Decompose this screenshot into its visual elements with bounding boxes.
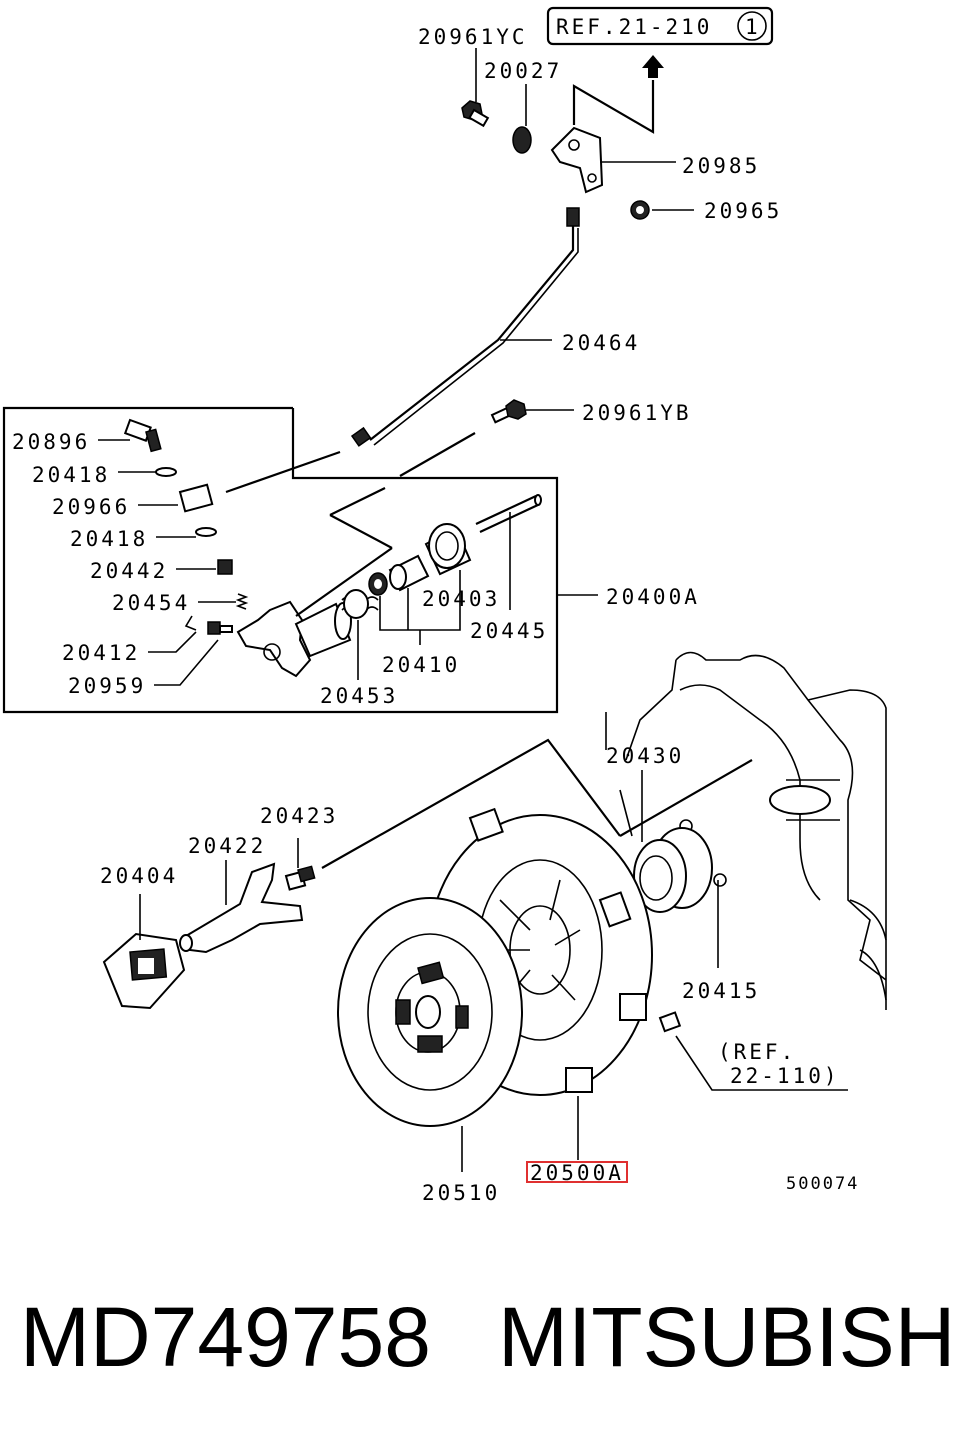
ref-leader-top [572,80,655,134]
label-20453: 20453 [320,684,398,708]
label-20965: 20965 [704,199,782,223]
ref-circle-number: 1 [745,15,761,39]
label-20464: 20464 [562,331,640,355]
part-number: MD749758 [20,1290,431,1384]
highlight-box-20500a [526,1161,628,1183]
ref-circle [737,11,767,41]
fitting-20966 [178,483,214,513]
up-arrow-icon [642,55,664,78]
washer-20418-a [155,467,177,477]
ref-text-top: REF.21-210 [556,15,712,39]
label-20422: 20422 [188,834,266,858]
label-20430: 20430 [606,744,684,768]
clutch-disc-20510 [337,897,523,1127]
washer-20027 [512,126,532,154]
bracket-20985 [550,126,604,194]
label-ref-22-110-line1: (REF. [718,1040,796,1064]
assembly-box [2,406,559,714]
label-20510: 20510 [422,1181,500,1205]
label-20404: 20404 [100,864,178,888]
label-20442: 20442 [90,559,168,583]
spring-20453 [341,589,379,619]
diagram-code: 500074 [786,1174,859,1194]
spring-20454 [235,593,249,610]
pushrod-20445 [475,494,542,533]
nut-20442 [217,559,233,575]
boot-20404 [102,932,186,1010]
bolt-20961yc [461,100,490,128]
label-20961yc: 20961YC [418,25,528,49]
label-20966: 20966 [52,495,130,519]
label-20410: 20410 [382,653,460,677]
bleeder-20959 [207,621,233,635]
label-20985: 20985 [682,154,760,178]
label-20412: 20412 [62,641,140,665]
label-20418-b: 20418 [70,527,148,551]
washer-20418-b [195,527,217,537]
label-20400a: 20400A [606,585,700,609]
brand-name: MITSUBISHI [498,1290,960,1384]
label-20500a: 20500A [530,1161,624,1185]
bolt-ref-22-110 [658,1011,682,1033]
boot-20403 [424,523,472,576]
label-20403: 20403 [422,587,500,611]
pipe-20464 [350,207,580,447]
release-fork-20422 [179,862,304,954]
bolt-20961yb [490,399,527,424]
label-ref-22-110-line2: 22-110) [730,1064,840,1088]
banjo-bolt-20896 [123,418,162,453]
label-20896: 20896 [12,430,90,454]
label-20961yb: 20961YB [582,401,692,425]
label-20454: 20454 [112,591,190,615]
label-20415: 20415 [682,979,760,1003]
cylinder-body [236,600,352,678]
ref-box-top [546,6,774,46]
pivot-20423 [284,865,316,891]
label-20959: 20959 [68,674,146,698]
release-bearing-20430 [633,827,713,913]
piston-20410 [388,554,430,592]
label-20418-a: 20418 [32,463,110,487]
transmission-housing [605,651,887,1010]
label-20445: 20445 [470,619,548,643]
clip-20412 [184,615,197,631]
label-20027: 20027 [484,59,562,83]
label-20423: 20423 [260,804,338,828]
